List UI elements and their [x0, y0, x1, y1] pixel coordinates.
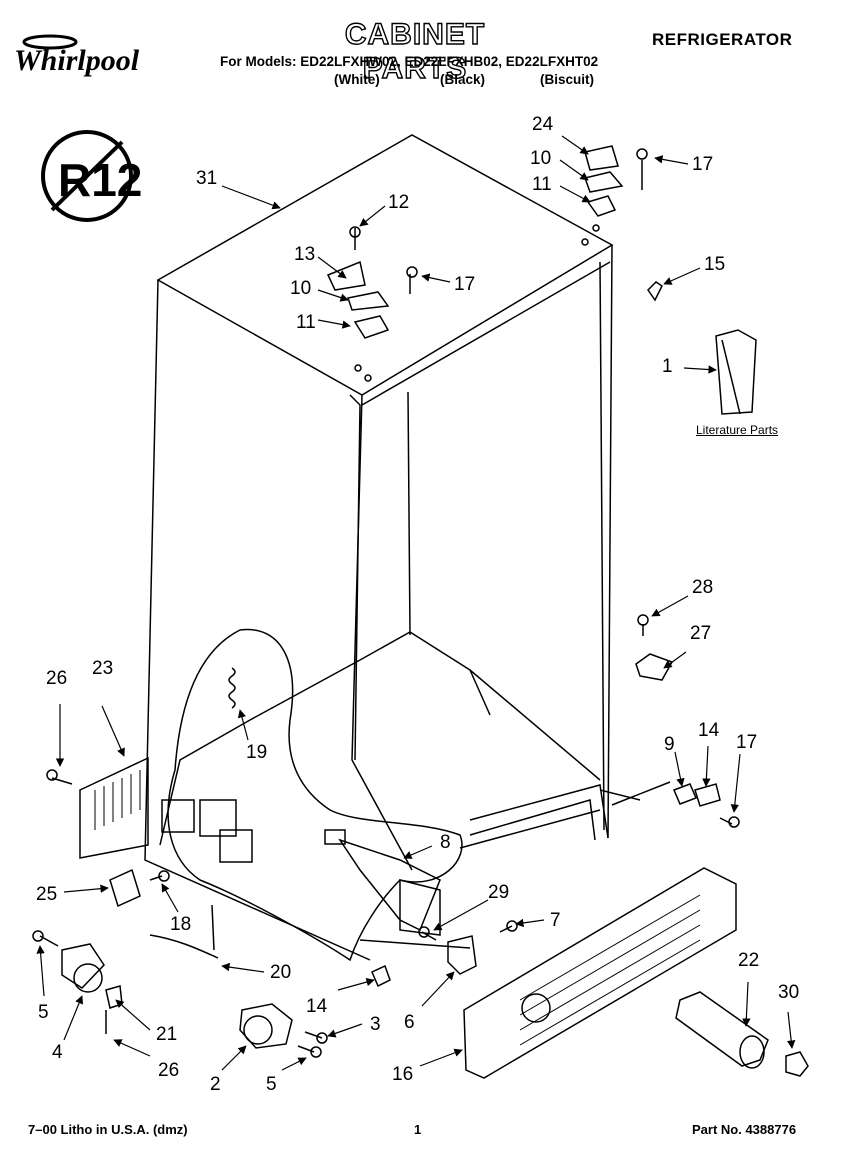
- callout-17-right: 17: [736, 732, 758, 753]
- water-filter: [675, 991, 769, 1069]
- callout-9: 9: [664, 734, 675, 755]
- grille-bracket: [447, 935, 477, 975]
- callout-7: 7: [550, 910, 561, 931]
- whirlpool-logo: Whirlpool: [12, 30, 172, 82]
- callout-11-top: 11: [532, 174, 552, 195]
- callout-13: 13: [294, 244, 316, 265]
- clip-part-bottom: [371, 964, 391, 988]
- bracket-part: [635, 653, 674, 681]
- callout-28: 28: [692, 577, 714, 598]
- callout-14-right: 14: [698, 720, 720, 741]
- callout-8: 8: [440, 832, 451, 853]
- roller-assembly-right: [239, 1003, 328, 1058]
- callout-31: 31: [196, 168, 218, 189]
- variant-biscuit: (Biscuit): [540, 72, 594, 87]
- callout-4: 4: [52, 1042, 63, 1063]
- product-name: REFRIGERATOR: [652, 30, 793, 49]
- callout-25: 25: [36, 884, 58, 905]
- callout-30: 30: [778, 982, 800, 1003]
- callout-17-top: 17: [692, 154, 714, 175]
- cabinet-shell: [144, 134, 671, 962]
- callout-24: 24: [532, 114, 554, 135]
- callout-27: 27: [690, 623, 712, 644]
- access-panel: [79, 756, 149, 859]
- r12-badge: R12: [41, 130, 142, 222]
- callout-23: 23: [92, 658, 114, 679]
- spring-part: [228, 667, 236, 709]
- page-number: 1: [414, 1122, 422, 1137]
- callout-5-bottom: 5: [266, 1074, 277, 1095]
- models-line: For Models: ED22LFXHW02, ED22LFXHB02, ED…: [220, 54, 599, 69]
- roller-bracket: [673, 783, 697, 805]
- brand-name: Whirlpool: [14, 44, 140, 77]
- clip-part: [647, 281, 663, 302]
- leveling-bracket: [109, 868, 141, 908]
- leader-lines: [36, 135, 796, 1071]
- callout-29: 29: [488, 882, 510, 903]
- callout-2: 2: [210, 1074, 221, 1095]
- filter-cap: [785, 1051, 809, 1077]
- literature-parts-label: Literature Parts: [696, 423, 779, 437]
- callout-20: 20: [270, 962, 292, 983]
- callout-5-left: 5: [38, 1002, 49, 1023]
- callout-26-top: 26: [46, 668, 68, 689]
- base-grille: [463, 867, 737, 1079]
- drain-tube: [324, 829, 441, 936]
- callout-17-mid: 17: [454, 274, 476, 295]
- callout-15: 15: [704, 254, 726, 275]
- callout-3: 3: [370, 1014, 381, 1035]
- callout-6: 6: [404, 1012, 415, 1033]
- variant-black: (Black): [440, 72, 486, 87]
- roller-assembly-left: [32, 930, 123, 1034]
- top-hinge-right: [581, 145, 648, 246]
- relay-part: [161, 799, 195, 833]
- callout-19: 19: [246, 742, 268, 763]
- top-hinge-left: [326, 226, 418, 382]
- callout-18: 18: [170, 914, 192, 935]
- callout-12: 12: [388, 192, 410, 213]
- callout-22: 22: [738, 950, 760, 971]
- literature-booklet: [715, 329, 757, 415]
- callout-21: 21: [156, 1024, 178, 1045]
- callout-11-mid: 11: [296, 312, 316, 333]
- r12-badge-text: R12: [58, 154, 142, 206]
- water-tube: [149, 934, 219, 959]
- footer-litho: 7–00 Litho in U.S.A. (dmz): [28, 1122, 188, 1137]
- callout-26-bottom: 26: [158, 1060, 180, 1081]
- variant-white: (White): [334, 72, 380, 87]
- callout-16: 16: [392, 1064, 414, 1085]
- part-number: Part No. 4388776: [692, 1122, 797, 1137]
- callout-14-bottom: 14: [306, 996, 328, 1017]
- callout-10-top: 10: [530, 148, 552, 169]
- page-title: CABINET PARTS: [344, 17, 486, 85]
- callout-10-mid: 10: [290, 278, 312, 299]
- callout-1: 1: [662, 356, 673, 377]
